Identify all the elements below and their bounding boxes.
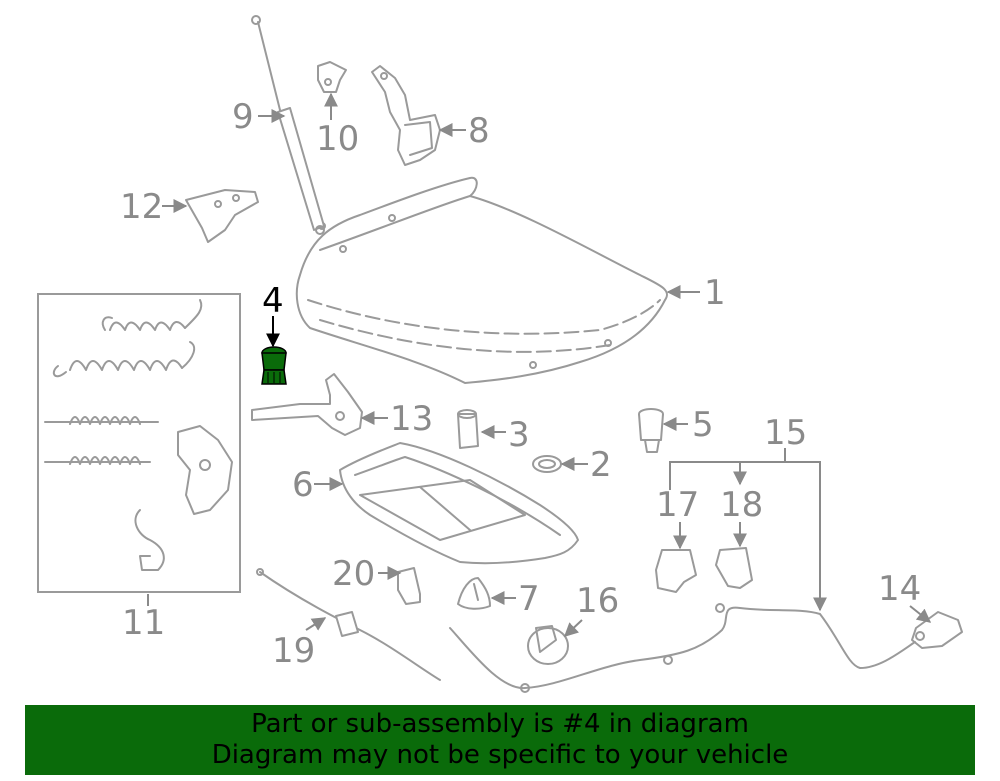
callout-15: 15 <box>764 413 807 453</box>
callout-17: 17 <box>656 485 699 525</box>
parts-diagram: 1 2 3 4 5 6 7 8 9 10 11 12 13 14 15 16 1… <box>37 15 963 693</box>
hood-latch <box>911 611 963 649</box>
cable-guide-b <box>715 547 753 589</box>
callout-16: 16 <box>576 581 619 621</box>
callout-14: 14 <box>878 569 921 609</box>
lift-support-strut <box>251 15 325 235</box>
grommet-ring <box>532 455 562 473</box>
hood-insulator <box>339 442 579 565</box>
cable-guide-a <box>655 549 697 593</box>
support-bracket <box>185 189 259 243</box>
callout-19: 19 <box>272 631 315 671</box>
callout-4: 4 <box>262 281 284 321</box>
callout-6: 6 <box>292 465 314 505</box>
retainer-bracket <box>397 567 421 605</box>
callout-3: 3 <box>508 415 530 455</box>
callout-12: 12 <box>120 187 163 227</box>
hood-panel <box>295 176 668 384</box>
cable-clamp <box>527 625 569 665</box>
callout-2: 2 <box>590 445 612 485</box>
hood-hinge <box>371 65 441 166</box>
callout-10: 10 <box>316 119 359 159</box>
retainer-clip <box>457 577 491 610</box>
callout-20: 20 <box>332 554 375 594</box>
callout-1: 1 <box>704 273 726 313</box>
release-cable <box>449 603 916 693</box>
hood-cushion <box>638 408 664 453</box>
banner-line-2: Diagram may not be specific to your vehi… <box>211 740 789 770</box>
mounting-bracket <box>317 61 347 93</box>
callout-18: 18 <box>720 485 763 525</box>
callout-9: 9 <box>232 97 254 137</box>
banner-line-1: Part or sub-assembly is #4 in diagram <box>251 709 749 739</box>
callout-13: 13 <box>390 399 433 439</box>
info-banner: Part or sub-assembly is #4 in diagram Di… <box>25 705 975 775</box>
hood-cushion-highlighted[interactable] <box>261 346 287 385</box>
lock-kit-box <box>37 293 241 593</box>
callout-11: 11 <box>122 603 165 643</box>
callout-8: 8 <box>468 111 490 151</box>
release-handle <box>251 373 363 436</box>
callout-5: 5 <box>692 405 714 445</box>
release-cable-front <box>256 568 441 681</box>
hood-bumper <box>457 409 479 449</box>
callout-7: 7 <box>518 579 540 619</box>
